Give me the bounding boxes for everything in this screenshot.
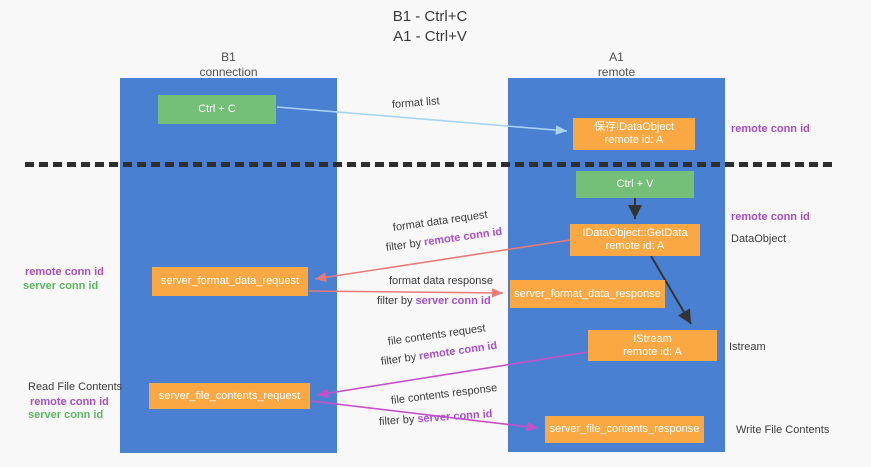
remote-conn-id-filter-1: remote conn id (423, 225, 504, 249)
idataobject-getdata-node: IDataObject::GetData remote id: A (570, 224, 700, 256)
remote-conn-id-filter-2: remote conn id (418, 339, 499, 363)
phase-separator-dashed-line (25, 162, 833, 167)
left-column-subtitle: connection (199, 65, 258, 79)
istream-annotation: Istream (729, 341, 766, 353)
ctrl-c-node: Ctrl + C (158, 95, 276, 124)
remote-conn-id-annotation-left-1: remote conn id (25, 266, 104, 278)
dataobject-annotation: DataObject (731, 233, 787, 245)
filter-by-text-2: filter by (377, 295, 413, 307)
getdata-line2: remote id: A (605, 240, 665, 252)
format-data-response-arrow (308, 288, 504, 298)
right-column-header: A1 remote (508, 50, 725, 80)
getdata-line1: IDataObject::GetData (582, 227, 688, 239)
ctrl-v-node: Ctrl + V (576, 171, 694, 198)
server-conn-id-filter-1: server conn id (415, 295, 491, 307)
server-conn-id-annotation-left-2: server conn id (28, 409, 104, 421)
server-conn-id-filter-2: server conn id (416, 408, 493, 426)
file-contents-response-label: file contents response (390, 382, 498, 407)
server-format-data-request-label: server_format_data_request (160, 275, 300, 287)
server-file-contents-response-label: server_file_contents_response (549, 423, 700, 435)
diagram-title: B1 - Ctrl+C A1 - Ctrl+V (310, 7, 550, 47)
remote-conn-id-annotation-left-2: remote conn id (30, 396, 109, 408)
format-list-label: format list (391, 95, 441, 111)
title-line-2: A1 - Ctrl+V (393, 28, 467, 45)
istream-line2: remote id: A (623, 345, 682, 358)
istream-line1: IStream (633, 332, 672, 345)
save-idataobject-line2: remote id: A (604, 134, 664, 146)
ctrl-v-label: Ctrl + V (616, 178, 654, 190)
filter-by-text-3: filter by (380, 351, 417, 368)
server-format-data-response-node: server_format_data_response (510, 280, 665, 308)
remote-conn-id-annotation-top: remote conn id (731, 123, 810, 135)
title-line-1: B1 - Ctrl+C (392, 8, 468, 25)
ctrl-c-label: Ctrl + C (198, 103, 236, 115)
save-idataobject-line1: 保存IDataObject (593, 121, 675, 133)
server-format-data-response-label: server_format_data_response (514, 287, 661, 300)
server-format-data-request-node: server_format_data_request (152, 267, 308, 296)
filter-by-text-1: filter by (385, 237, 422, 254)
right-column-subtitle: remote (597, 65, 636, 79)
left-column-header: B1 connection (120, 50, 337, 80)
istream-node: IStream remote id: A (588, 330, 717, 361)
right-column-name: A1 (609, 50, 624, 64)
remote-conn-id-annotation-mid: remote conn id (731, 211, 810, 223)
server-file-contents-request-label: server_file_contents_request (158, 389, 301, 402)
server-conn-id-annotation-left-1: server conn id (23, 280, 99, 292)
server-file-contents-response-node: server_file_contents_response (545, 416, 704, 443)
filter-by-text-4: filter by (378, 413, 415, 428)
read-file-contents-annotation: Read File Contents (28, 381, 123, 393)
write-file-contents-annotation: Write File Contents (736, 424, 830, 436)
save-idataobject-node: 保存IDataObject remote id: A (573, 118, 695, 150)
left-column-name: B1 (221, 50, 236, 64)
format-data-response-label: format data response (389, 275, 493, 287)
server-file-contents-request-node: server_file_contents_request (149, 383, 310, 409)
